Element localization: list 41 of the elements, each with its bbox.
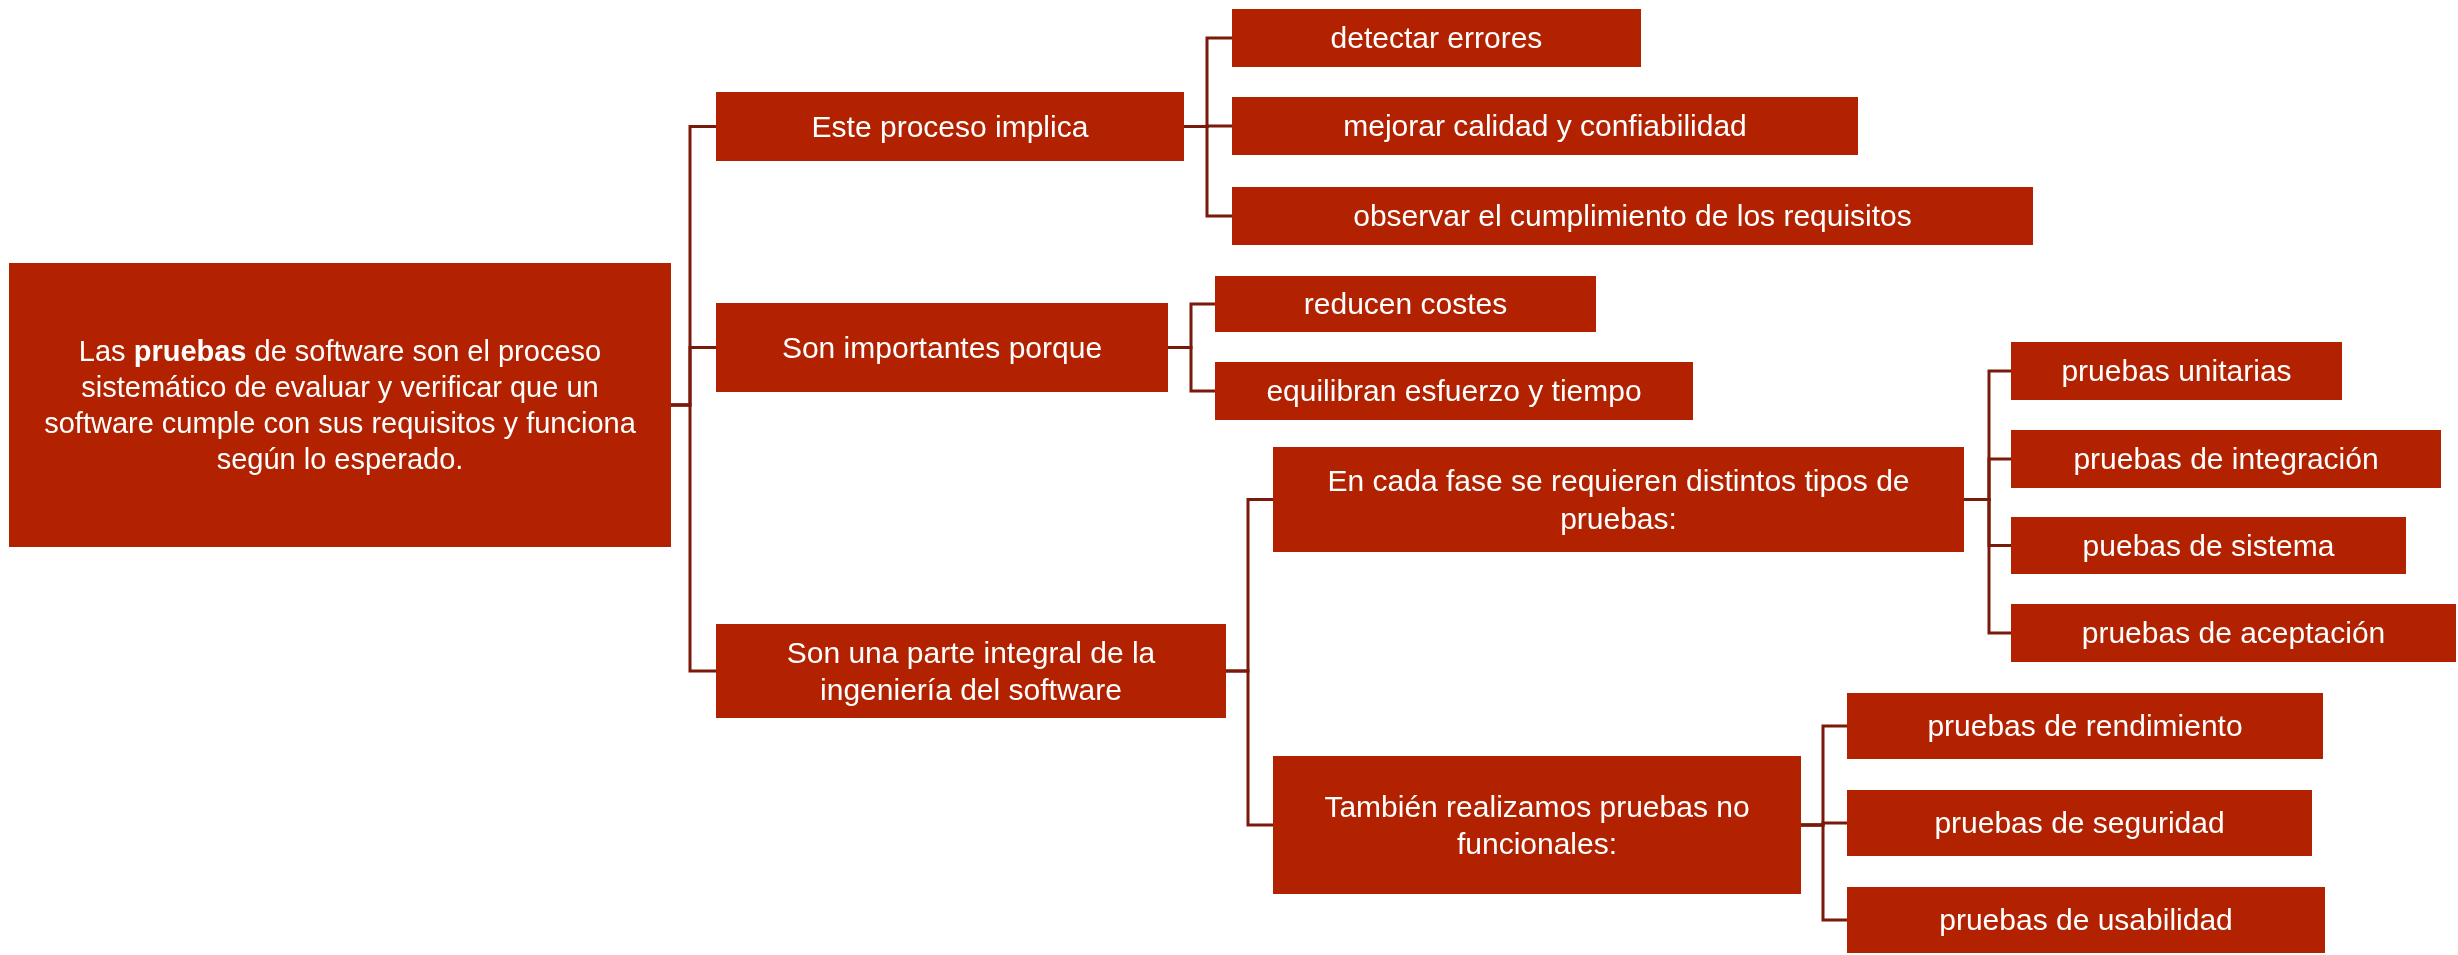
topic-text: pruebas de integración [2073, 441, 2379, 478]
topic-box [9, 263, 671, 547]
topic-box [716, 624, 1226, 718]
bracket-connector [1226, 669, 1273, 827]
topic-box [2011, 604, 2456, 662]
topic-text: En cada fase se requieren distintos tipos de pruebas: [1326, 463, 1911, 537]
topic-box [1273, 756, 1801, 894]
topic-text: puebas de sistema [2082, 527, 2335, 564]
topic-text: observar el cumplimiento de los requisitos [1353, 198, 1912, 235]
topic-text: También realizamos pruebas no funcionales: [1323, 788, 1751, 862]
bracket-connector [1168, 346, 1215, 393]
topic-box [1847, 887, 2325, 953]
topic-text: pruebas de rendimiento [1927, 708, 2243, 745]
topic-box [716, 303, 1168, 392]
topic-box [2011, 342, 2342, 400]
topic-box [1847, 693, 2323, 759]
topic-text: pruebas de seguridad [1934, 805, 2225, 842]
topic-box [1232, 9, 1641, 67]
topic-box [1847, 790, 2312, 856]
topic-box [1232, 97, 1858, 155]
topic-box [716, 92, 1184, 161]
topic-box [1273, 447, 1964, 552]
topic-box [2011, 517, 2406, 574]
topic-text: Son una parte integral de la ingeniería del software [785, 634, 1157, 708]
topic-text: pruebas de usabilidad [1939, 902, 2233, 939]
topic-text: Las pruebas de software son el proceso sistemático de evaluar y verificar que un software cumple con sus requisitos y funciona según lo esperado. [43, 333, 637, 478]
topic-text: reducen costes [1303, 286, 1508, 323]
topic-text: equilibran esfuerzo y tiempo [1266, 373, 1642, 410]
topic-text: mejorar calidad y confiabilidad [1343, 108, 1747, 145]
topic-box [1215, 276, 1596, 332]
topic-box [2011, 430, 2441, 488]
topic-text: pruebas de aceptación [2081, 615, 2386, 652]
bracket-connector [1801, 823, 1847, 922]
topic-text: Son importantes porque [781, 329, 1103, 366]
bracket-connector [671, 403, 716, 673]
topic-text: detectar errores [1330, 20, 1543, 57]
topic-text: Este proceso implica [811, 108, 1089, 145]
topic-text: pruebas unitarias [2061, 353, 2292, 390]
topic-box [1215, 362, 1693, 420]
topic-box [1232, 187, 2033, 245]
bracket-connector [1964, 498, 2011, 635]
